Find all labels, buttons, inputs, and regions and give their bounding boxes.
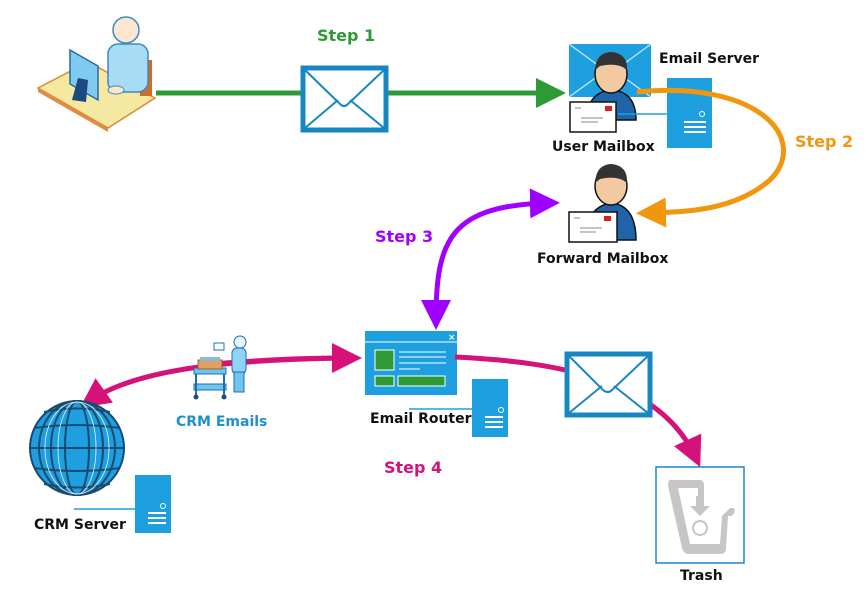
- step-1-label: Step 1: [317, 26, 376, 45]
- server-icon: [409, 379, 508, 437]
- step4-arrow-to-router: [199, 343, 362, 374]
- forward-mailbox-icon: [568, 164, 637, 243]
- envelope-icon: [300, 65, 389, 133]
- mail-cart-icon: [193, 335, 247, 400]
- crm-server-label: CRM Server: [34, 517, 126, 533]
- user-at-computer-icon: [36, 16, 157, 132]
- svg-text:×: ×: [448, 333, 456, 343]
- step-3-label: Step 3: [375, 227, 434, 246]
- crm-emails-label: CRM Emails: [176, 414, 268, 430]
- forward-mailbox-label: Forward Mailbox: [537, 251, 669, 267]
- trash-bin-icon: [655, 466, 745, 564]
- trash-label: Trash: [680, 568, 723, 584]
- user-mailbox-label: User Mailbox: [552, 139, 655, 155]
- envelope-icon: [564, 351, 653, 418]
- email-router-label: Email Router: [370, 411, 472, 427]
- step-2-label: Step 2: [795, 132, 854, 151]
- step-4-label: Step 4: [384, 458, 443, 477]
- step3-arrow: [433, 188, 560, 321]
- email-router-window-icon: ×: [365, 331, 457, 395]
- step2-arrow: [636, 88, 787, 228]
- globe-icon: [29, 400, 125, 496]
- user-mailbox-icon: [568, 43, 652, 133]
- server-icon: [74, 475, 171, 533]
- email-server-label: Email Server: [659, 51, 760, 67]
